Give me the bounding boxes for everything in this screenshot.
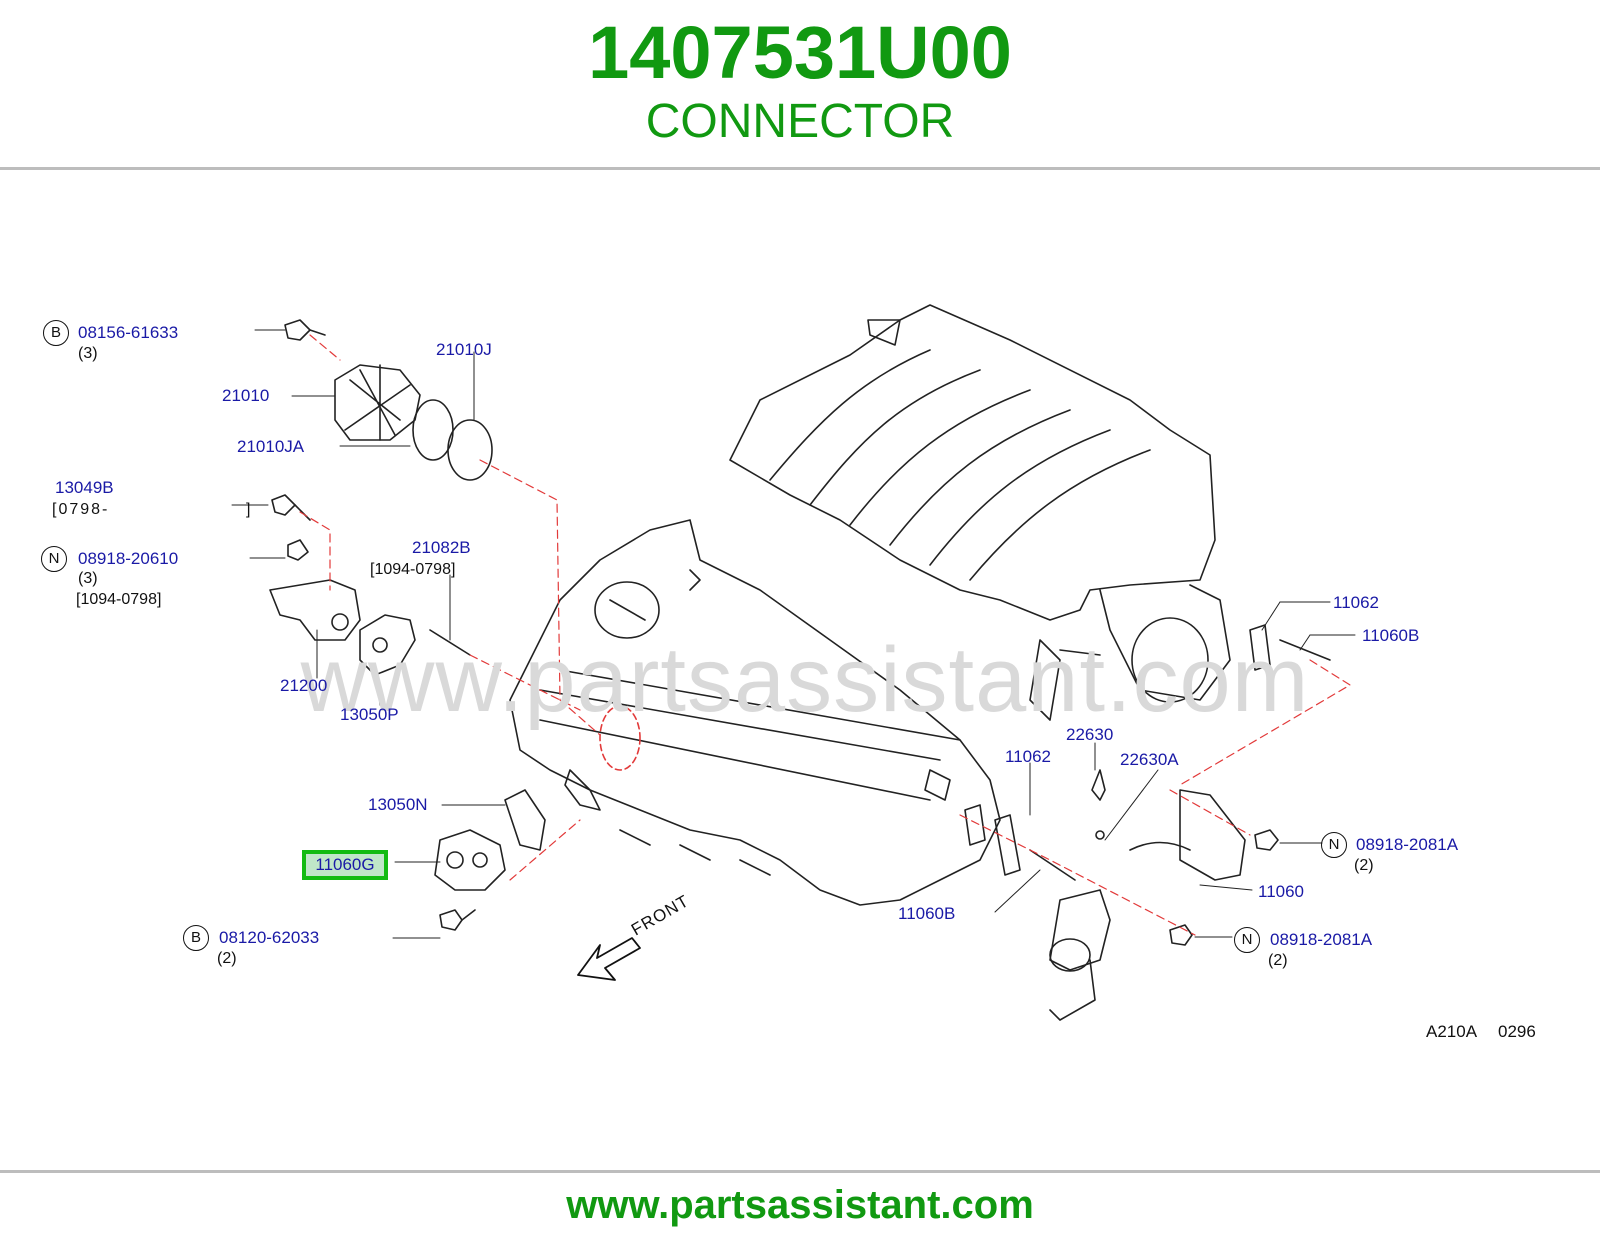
callout-11062-front[interactable]: 11062 bbox=[1005, 747, 1052, 766]
callout-21082B[interactable]: 21082B bbox=[412, 538, 471, 557]
callout-11060[interactable]: 11060 bbox=[1258, 882, 1305, 901]
qty-08156-61633: (3) bbox=[78, 345, 98, 362]
qty-08120-62033: (2) bbox=[217, 950, 237, 967]
qty-08918-2081A-upper: (2) bbox=[1354, 857, 1374, 874]
nut-symbol-2: N bbox=[1321, 832, 1347, 858]
callout-21010[interactable]: 21010 bbox=[222, 386, 270, 405]
callout-21200[interactable]: 21200 bbox=[280, 676, 328, 695]
front-arrow-icon bbox=[577, 937, 641, 981]
part-number-title: 1407531U00 bbox=[588, 11, 1012, 94]
qty-08918-20610: (3) bbox=[78, 570, 98, 587]
nut-symbol-3: N bbox=[1234, 927, 1260, 953]
leader-lines bbox=[231, 329, 1356, 939]
nut-symbol: N bbox=[41, 546, 67, 572]
bolt-symbol: B bbox=[43, 320, 69, 346]
range-21082B: [1094-0798] bbox=[370, 561, 456, 578]
centerlines bbox=[299, 334, 1351, 936]
callout-21010JA[interactable]: 21010JA bbox=[237, 437, 305, 456]
callout-22630[interactable]: 22630 bbox=[1066, 725, 1114, 744]
range-08918-20610: [1094-0798] bbox=[76, 591, 162, 608]
callout-08156-61633[interactable]: 08156-61633 bbox=[78, 323, 179, 342]
part-name-subtitle: CONNECTOR bbox=[645, 95, 955, 148]
bolt-symbol-2: B bbox=[183, 925, 209, 951]
intake-manifold-drawing bbox=[729, 304, 1231, 721]
thermostat-housing-drawing bbox=[269, 494, 471, 676]
callout-11060G-highlighted[interactable]: 11060G bbox=[302, 850, 388, 880]
callout-22630A[interactable]: 22630A bbox=[1120, 750, 1179, 769]
range-13049B-close: ] bbox=[246, 501, 251, 518]
watermark: www.partsassistant.com bbox=[300, 629, 1310, 731]
engine-block-drawing bbox=[509, 519, 1001, 906]
water-pump-drawing bbox=[284, 319, 493, 481]
callout-11062-rear[interactable]: 11062 bbox=[1333, 593, 1380, 612]
callout-21010J[interactable]: 21010J bbox=[436, 340, 492, 359]
callout-13050N[interactable]: 13050N bbox=[368, 795, 428, 814]
callout-11060B-front[interactable]: 11060B bbox=[898, 904, 956, 923]
qty-08918-2081A-lower: (2) bbox=[1268, 952, 1288, 969]
header: 1407531U00 CONNECTOR bbox=[0, 0, 1600, 170]
rear-outlet-drawing bbox=[964, 624, 1331, 1021]
callout-08918-2081A-lower[interactable]: 08918-2081A bbox=[1270, 930, 1373, 949]
callout-13050P[interactable]: 13050P bbox=[340, 705, 399, 724]
range-13049B-open: [0798- bbox=[52, 501, 110, 518]
callout-11060B-rear[interactable]: 11060B bbox=[1362, 626, 1420, 645]
drawing-code: A210A bbox=[1426, 1022, 1478, 1041]
footer-divider bbox=[0, 1170, 1600, 1173]
header-divider bbox=[0, 167, 1600, 170]
callout-13049B[interactable]: 13049B bbox=[55, 478, 114, 497]
water-outlet-drawing bbox=[434, 789, 546, 931]
callout-08918-20610[interactable]: 08918-20610 bbox=[78, 549, 179, 568]
drawing-date: 0296 bbox=[1498, 1022, 1536, 1041]
callout-08120-62033[interactable]: 08120-62033 bbox=[219, 928, 320, 947]
callout-08918-2081A-upper[interactable]: 08918-2081A bbox=[1356, 835, 1459, 854]
footer-website-link[interactable]: www.partsassistant.com bbox=[566, 1183, 1034, 1227]
